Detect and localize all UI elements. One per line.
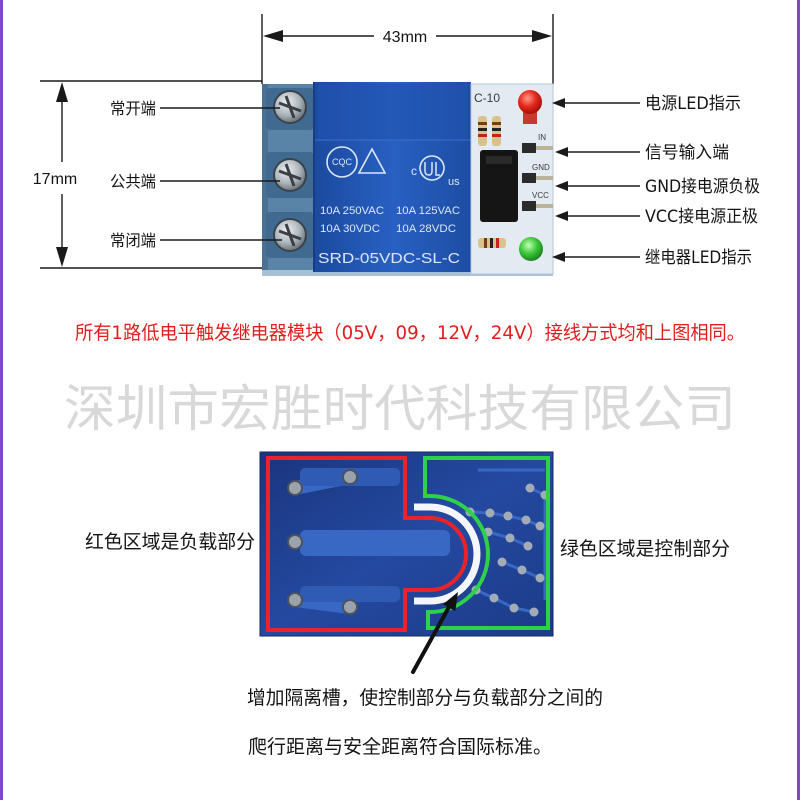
- arrowhead-left-icon: [555, 211, 568, 221]
- ul-mark-icon: [419, 155, 445, 181]
- cqc-logo: CQC: [326, 146, 358, 178]
- slot-pointer-arrow: [411, 592, 458, 674]
- screw-icon: [273, 158, 307, 192]
- slot-note-line-1: 增加隔离槽，使控制部分与负载部分之间的: [247, 687, 603, 709]
- board-silkscreen-text: C-10: [474, 91, 500, 105]
- arrowhead-right-icon: [532, 30, 552, 42]
- ul-suffix-text: us: [448, 176, 460, 188]
- height-label: 17mm: [33, 171, 77, 188]
- rating-text: 10A 125VAC: [396, 205, 460, 217]
- ul-logo: c us: [411, 155, 460, 188]
- relay-model-text: SRD-05VDC-SL-C: [318, 250, 460, 267]
- arrowhead-left-icon: [263, 30, 283, 42]
- relay-led-icon: [519, 237, 543, 261]
- terminal-label-normally-closed: 常闭端: [110, 231, 156, 250]
- header-pins: [522, 143, 553, 211]
- rating-text: 10A 30VDC: [320, 223, 380, 235]
- callout-vcc: VCC接电源正极: [645, 207, 758, 227]
- arrowhead-left-icon: [552, 252, 565, 262]
- resistor-icon: [478, 238, 506, 248]
- resistor-icon: [492, 116, 501, 146]
- isolation-slot: [414, 503, 481, 605]
- rating-text: 10A 250VAC: [320, 205, 384, 217]
- callout-gnd: GND接电源负极: [645, 177, 760, 197]
- relay-top-cap: [318, 84, 467, 140]
- wiring-note: 所有1路低电平触发继电器模块（05V，09，12V，24V）接线方式均和上图相同…: [75, 322, 745, 344]
- transistor-icon: [480, 150, 518, 222]
- pcb-bottom-view: [259, 451, 554, 637]
- relay-body: CQC c us 10A 250VAC 10A 125VAC 10A 30VDC…: [313, 82, 471, 272]
- ul-prefix-text: c: [411, 164, 417, 178]
- load-traces: [288, 468, 450, 614]
- terminal-block: [262, 84, 316, 270]
- screw-icon: [273, 90, 307, 124]
- arrowhead-down-icon: [56, 247, 68, 267]
- frame-left: [0, 0, 3, 800]
- frame-right: [797, 0, 800, 800]
- pin-label-in: IN: [538, 133, 546, 142]
- ul-mark-glyph: [424, 162, 440, 176]
- power-led-icon: [518, 90, 542, 124]
- terminal-label-normally-open: 常开端: [110, 99, 156, 118]
- callout-signal-input: 信号输入端: [645, 143, 729, 163]
- terminal-callouts: 常开端 公共端 常闭端: [110, 99, 282, 250]
- arrowhead-left-icon: [555, 147, 568, 157]
- pin-label-gnd: GND: [532, 163, 550, 172]
- control-pads: [465, 483, 550, 617]
- screw-icon: [273, 218, 307, 252]
- callout-relay-led: 继电器LED指示: [645, 248, 752, 268]
- terminal-label-common: 公共端: [110, 172, 156, 191]
- load-pads: [287, 469, 358, 615]
- arrowhead-left-icon: [552, 98, 565, 108]
- company-watermark: 深圳市宏胜时代科技有限公司: [64, 380, 736, 438]
- certification-triangle-icon: [357, 147, 387, 174]
- arrow-shaft: [411, 605, 451, 674]
- arrowhead-up-right-icon: [443, 592, 458, 612]
- callout-power-led: 电源LED指示: [645, 94, 741, 114]
- rating-text: 10A 28VDC: [396, 223, 456, 235]
- pin-label-vcc: VCC: [532, 191, 549, 200]
- arrowhead-up-icon: [56, 82, 68, 102]
- load-zone-outline: [266, 456, 468, 632]
- relay-module: CQC c us 10A 250VAC 10A 125VAC 10A 30VDC…: [262, 82, 554, 276]
- arrowhead-left-icon: [555, 181, 568, 191]
- cqc-mark-text: CQC: [332, 157, 353, 167]
- control-zone-label: 绿色区域是控制部分: [560, 538, 730, 560]
- load-zone-label: 红色区域是负载部分: [85, 531, 255, 553]
- control-zone-outline: [423, 456, 550, 630]
- height-dimension: 17mm: [33, 80, 262, 269]
- width-dimension: 43mm: [261, 14, 554, 84]
- width-label: 43mm: [383, 29, 427, 46]
- board-callouts: 电源LED指示 信号输入端 GND接电源负极 VCC接电源正极 继电器LED指示: [552, 94, 760, 268]
- resistor-icon: [478, 116, 487, 146]
- control-board: C-10: [470, 83, 554, 275]
- terminal-block-edge: [262, 84, 268, 270]
- slot-note-line-2: 爬行距离与安全距离符合国际标准。: [248, 736, 552, 758]
